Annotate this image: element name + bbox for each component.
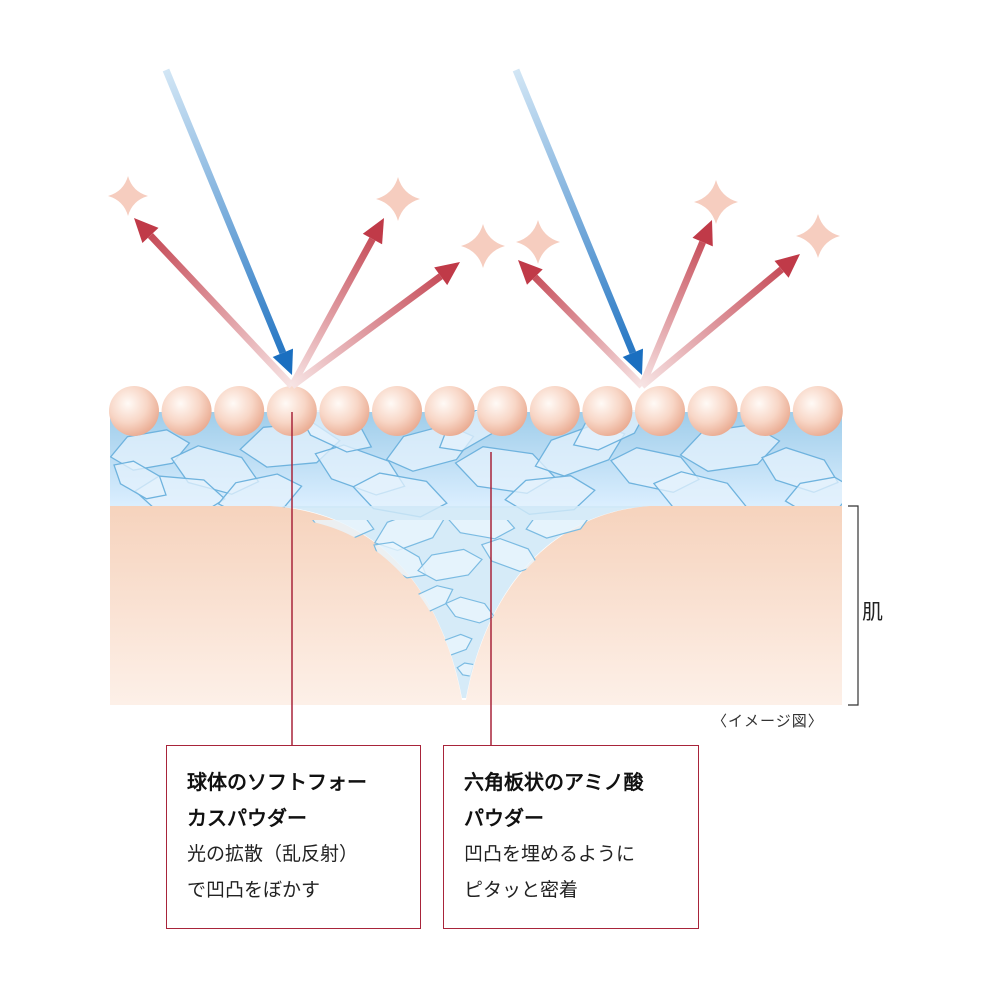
sphere-particle [109, 386, 159, 436]
sphere-particle [372, 386, 422, 436]
sphere-particle [582, 386, 633, 436]
incoming-light-arrow [512, 68, 643, 375]
sparkle-icon [376, 177, 420, 221]
reflected-light-arrow [288, 218, 384, 388]
image-note: 〈イメージ図〉 [712, 712, 824, 730]
hexagon-crystal [113, 460, 167, 500]
sphere-particle [161, 386, 212, 436]
light-arrows [134, 68, 800, 389]
sphere-particle [424, 386, 475, 436]
reflected-light-arrow [518, 260, 645, 389]
callout-title: 六角板状のアミノ酸 パウダー [464, 764, 678, 836]
callout-desc-line: 光の拡散（乱反射） [187, 843, 359, 865]
callout-description: 凹凸を埋めるように ピタッと密着 [464, 836, 678, 908]
callout-description: 光の拡散（乱反射） で凹凸をぼかす [187, 836, 400, 908]
callout-title-line: パウダー [464, 806, 544, 830]
reflected-light-arrow [638, 220, 713, 388]
callout-title: 球体のソフトフォー カスパウダー [187, 764, 400, 836]
sparkle-icon [516, 220, 560, 264]
reflected-light-arrow [134, 218, 295, 389]
callout-sphere-powder: 球体のソフトフォー カスパウダー 光の拡散（乱反射） で凹凸をぼかす [166, 745, 421, 929]
sphere-particle [529, 386, 580, 436]
skin-surface [110, 506, 842, 705]
sphere-particle [477, 386, 528, 436]
sparkle-icon [694, 180, 738, 224]
sphere-particle [214, 386, 265, 436]
sphere-particle [319, 386, 370, 436]
sphere-particle [740, 386, 791, 436]
sphere-powder-row [109, 386, 843, 436]
skin-label: 肌 [862, 600, 883, 624]
sparkles [108, 176, 840, 268]
callout-desc-line: ピタッと密着 [464, 879, 579, 901]
reflected-light-arrow [639, 254, 800, 389]
sparkle-icon [461, 224, 505, 268]
sphere-particle [635, 386, 685, 436]
callout-title-line: カスパウダー [187, 806, 307, 830]
hexagon-crystal [525, 520, 595, 539]
sphere-particle [792, 386, 843, 436]
hexagonal-crystals [110, 410, 842, 519]
callout-title-line: 球体のソフトフォー [187, 770, 367, 794]
reflected-light-arrow [289, 262, 460, 389]
callout-desc-line: 凹凸を埋めるように [464, 843, 636, 865]
callout-title-line: 六角板状のアミノ酸 [464, 770, 644, 794]
skin-bracket [848, 505, 859, 706]
sparkle-icon [108, 176, 148, 216]
hexagon-crystal [444, 520, 516, 540]
incoming-light-arrow [162, 68, 293, 375]
sphere-particle [687, 386, 738, 436]
callout-desc-line: で凹凸をぼかす [187, 879, 321, 901]
sphere-particle [266, 386, 317, 436]
callout-amino-acid-powder: 六角板状のアミノ酸 パウダー 凹凸を埋めるように ピタッと密着 [443, 745, 699, 929]
hexagon-crystal [417, 548, 483, 582]
sparkle-icon [796, 214, 840, 258]
